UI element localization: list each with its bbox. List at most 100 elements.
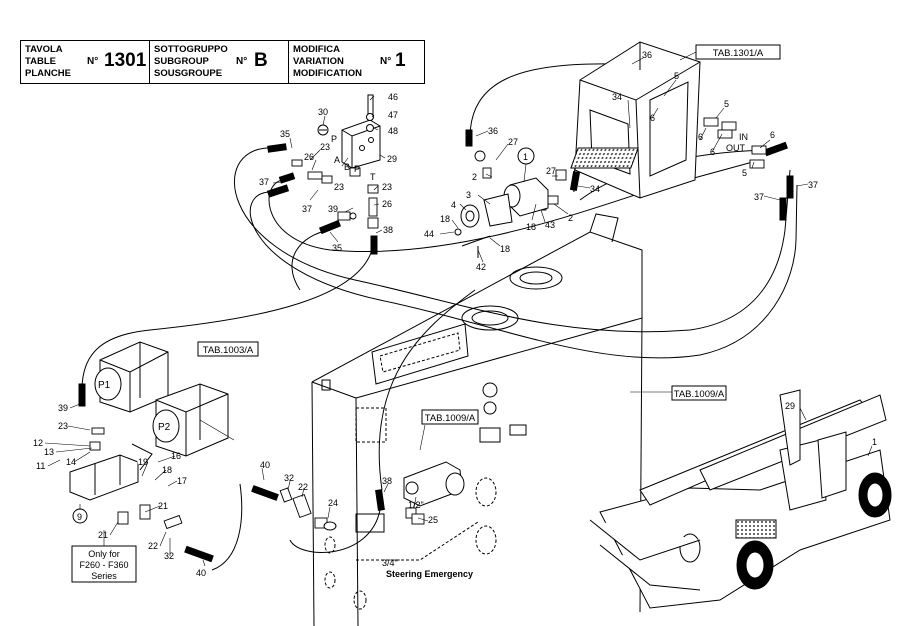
callout-18: 18 — [500, 244, 510, 254]
subgroup-labels: SOTTOGRUPPO SUBGROUP SOUSGROUPE — [154, 44, 228, 80]
callout-44: 44 — [424, 229, 434, 239]
callout-17: 17 — [177, 476, 187, 486]
callout-38: 38 — [383, 225, 393, 235]
callout-37: 37 — [259, 177, 269, 187]
callout-numbers: 46 47 48 30 35 23 26 29 37 23 37 23 39 2… — [33, 50, 877, 578]
subgroup-letter: B — [254, 50, 268, 71]
callout-5: 5 — [674, 71, 679, 81]
tab-ref-1009a-main: TAB.1009/A — [671, 385, 727, 401]
modification-label-en: VARIATION — [293, 56, 344, 67]
callout-39: 39 — [58, 403, 68, 413]
tab-1301a-label: TAB.1301/A — [713, 48, 764, 59]
callout-40: 40 — [196, 568, 206, 578]
callout-25: 25 — [428, 515, 438, 525]
callout-1-circle: 1 — [523, 152, 528, 162]
emergency-valve — [323, 461, 465, 531]
table-number: 1301 — [104, 50, 147, 71]
callout-5: 5 — [742, 168, 747, 178]
tab-ref-1009a-small: TAB.1009/A — [421, 409, 479, 425]
modification-label-it: MODIFICA — [293, 44, 340, 55]
out-port-label: OUT — [726, 143, 746, 153]
callout-22: 22 — [148, 541, 158, 551]
callout-37: 37 — [302, 204, 312, 214]
callout-2: 2 — [472, 172, 477, 182]
callout-21: 21 — [158, 501, 168, 511]
callout-26: 26 — [304, 152, 314, 162]
callout-19: 19 — [138, 457, 148, 467]
callout-34: 34 — [612, 92, 622, 102]
series-note-line-1: Only for — [88, 549, 120, 559]
callout-6: 6 — [770, 130, 775, 140]
port-t-label: T — [370, 172, 376, 182]
table-cell: TAVOLA TABLE PLANCHE N° 1301 — [21, 41, 149, 83]
callout-14: 14 — [66, 457, 76, 467]
table-label-en: TABLE — [25, 56, 56, 67]
callout-22: 22 — [298, 482, 308, 492]
callout-35: 35 — [280, 129, 290, 139]
callout-35: 35 — [332, 243, 342, 253]
callout-48: 48 — [388, 126, 398, 136]
callout-23: 23 — [334, 182, 344, 192]
callout-42: 42 — [476, 262, 486, 272]
reach-stacker-machine — [589, 389, 892, 609]
callout-3: 3 — [466, 190, 471, 200]
series-note-box: Only for F260 - F360 Series — [71, 545, 137, 583]
half-inch-label: 1/2" — [408, 500, 424, 510]
callout-46: 46 — [388, 92, 398, 102]
subgroup-label-it: SOTTOGRUPPO — [154, 44, 228, 55]
subgroup-label-en: SUBGROUP — [154, 56, 209, 67]
callout-11: 11 — [36, 461, 45, 471]
series-note-line-2: F260 - F360 — [79, 560, 128, 570]
callout-6: 6 — [650, 113, 655, 123]
table-label-it: TAVOLA — [25, 44, 63, 55]
callout-24: 24 — [328, 498, 338, 508]
callout-29: 29 — [387, 154, 397, 164]
callout-30: 30 — [318, 107, 328, 117]
table-label-fr: PLANCHE — [25, 68, 71, 79]
callout-43: 43 — [545, 220, 555, 230]
pump-p1-p2-assembly — [69, 341, 229, 524]
in-port-label: IN — [739, 132, 748, 142]
pump-p1-label: P1 — [98, 380, 111, 391]
callout-27: 27 — [546, 166, 556, 176]
callout-16: 16 — [171, 451, 181, 461]
callout-6: 6 — [710, 147, 715, 157]
control-valve — [317, 94, 381, 169]
tank-mesh-grille — [570, 147, 639, 169]
callout-32: 32 — [284, 473, 294, 483]
callout-5: 5 — [724, 99, 729, 109]
port-p-top-label: P — [331, 134, 337, 144]
callout-39: 39 — [328, 204, 338, 214]
callout-36: 36 — [488, 126, 498, 136]
callout-13: 13 — [44, 447, 54, 457]
modification-labels: MODIFICA VARIATION MODIFICATION — [293, 44, 362, 80]
callout-29: 29 — [785, 401, 795, 411]
series-note-line-3: Series — [91, 571, 117, 581]
callout-18: 18 — [526, 222, 536, 232]
callout-40: 40 — [260, 460, 270, 470]
pump-p2-label: P2 — [158, 422, 171, 433]
callout-1: 1 — [872, 437, 877, 447]
callout-37: 37 — [754, 192, 764, 202]
annotation-labels: IN OUT 1/2" 3/4" Steering Emergency P A … — [331, 132, 748, 579]
port-a-label: A — [334, 155, 340, 165]
port-b-label: B — [344, 162, 350, 172]
tab-1009a-main-label: TAB.1009/A — [674, 389, 725, 400]
table-no-label: N° — [87, 56, 99, 67]
table-labels: TAVOLA TABLE PLANCHE — [25, 44, 71, 80]
callout-23: 23 — [382, 182, 392, 192]
callout-2: 2 — [568, 213, 573, 223]
subgroup-cell: SOTTOGRUPPO SUBGROUP SOUSGROUPE N° B — [149, 41, 288, 83]
tab-ref-1301a: TAB.1301/A — [695, 44, 781, 60]
gear-pump-assembly — [454, 177, 549, 258]
modification-cell: MODIFICA VARIATION MODIFICATION N° 1 — [288, 41, 424, 83]
callout-34: 34 — [590, 184, 600, 194]
callout-36: 36 — [642, 50, 652, 60]
callout-23: 23 — [58, 421, 68, 431]
callout-6: 6 — [698, 132, 703, 142]
callout-18: 18 — [162, 465, 172, 475]
callout-21: 21 — [98, 530, 108, 540]
steering-emergency-label: Steering Emergency — [386, 569, 473, 579]
callout-37: 37 — [808, 180, 818, 190]
